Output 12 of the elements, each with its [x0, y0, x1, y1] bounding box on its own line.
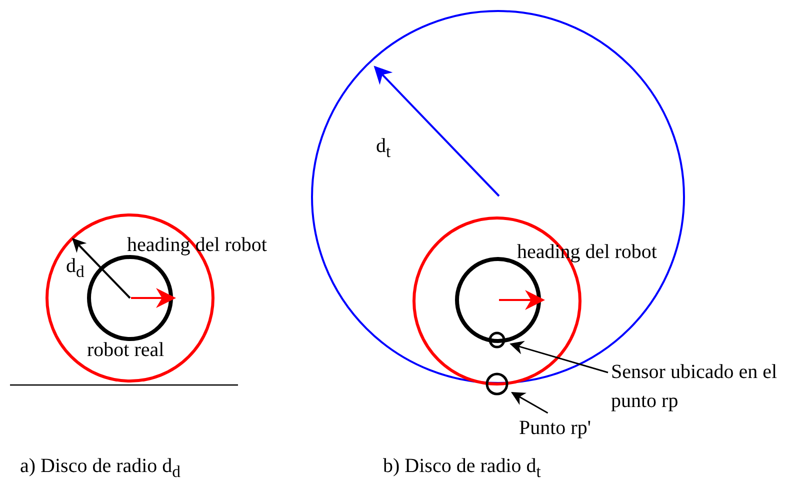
leader-line [510, 392, 548, 414]
figure-caption: a) Disco de radio d$_{d}$ [20, 454, 180, 483]
robot-label: robot real [87, 338, 164, 362]
figure-caption: b) Disco de radio d$_{t}$ [383, 454, 541, 483]
leader-line [510, 340, 608, 374]
point-marker [486, 372, 508, 396]
radius-label: d$_{d}$ [66, 254, 84, 283]
callout-text: Punto rp' [519, 416, 591, 440]
callout-text: Sensor ubicado en el punto rp [611, 358, 783, 416]
sensor-marker [488, 332, 506, 348]
radius-label: d$_{t}$ [376, 134, 391, 163]
heading-label: heading del robot [127, 233, 267, 257]
